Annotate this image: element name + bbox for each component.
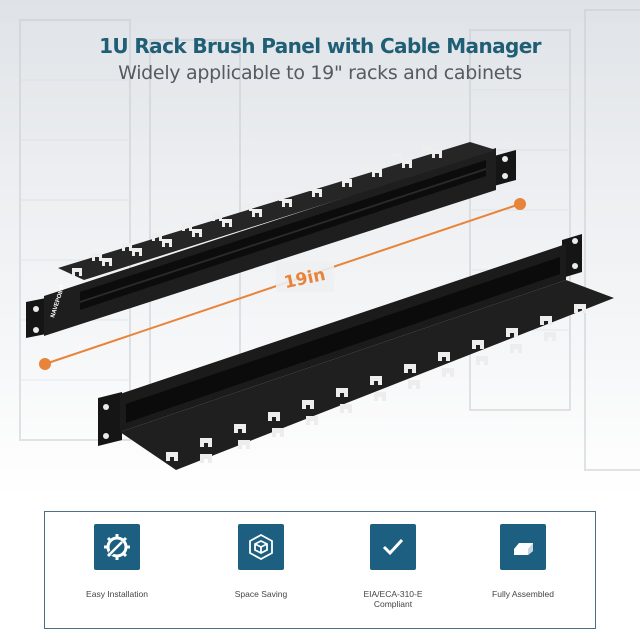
hero-area: 1U Rack Brush Panel with Cable Manager W… (0, 0, 640, 500)
feature-label: EIA/ECA-310-E Compliant (363, 589, 423, 609)
top-brush-panel: NAVEPOINT (26, 142, 516, 338)
feature-fully-assembled: Fully Assembled (473, 524, 573, 599)
feature-label: Fully Assembled (492, 589, 554, 599)
cube-box-icon (238, 524, 284, 570)
wrench-gear-icon (94, 524, 140, 570)
block-icon (500, 524, 546, 570)
feature-easy-installation: Easy Installation (67, 524, 167, 599)
page-title: 1U Rack Brush Panel with Cable Manager (99, 34, 541, 58)
product-illustration: NAVEPOINT 19in (26, 142, 614, 470)
dimension-indicator: 19in (39, 198, 526, 370)
page-subtitle: Widely applicable to 19" racks and cabin… (118, 62, 522, 84)
features-box: Easy Installation Space Saving EIA/ECA-3… (44, 511, 596, 629)
bottom-brush-panel (98, 234, 614, 470)
checkmark-icon (370, 524, 416, 570)
feature-space-saving: Space Saving (211, 524, 311, 599)
feature-label: Space Saving (234, 589, 288, 599)
feature-eia-compliant: EIA/ECA-310-E Compliant (343, 524, 443, 609)
feature-label: Easy Installation (86, 589, 148, 599)
